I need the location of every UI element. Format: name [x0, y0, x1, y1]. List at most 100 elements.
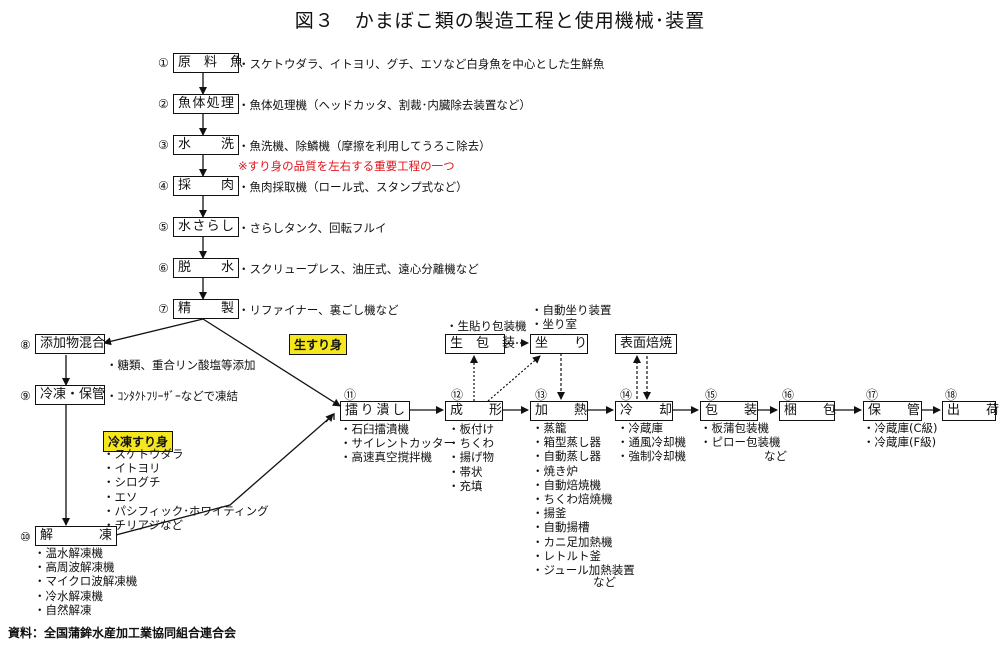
- step-5-box: 水さらし: [173, 217, 239, 237]
- pack-equipment-item: ・板蒲包装機: [700, 421, 769, 435]
- step-6-desc: ・スクリュープレス、油圧式、遠心分離機など: [238, 262, 479, 276]
- heat-equipment-item: ・カニ足加熱機: [532, 534, 613, 549]
- coat-desc-item: ・自動坐り装置: [531, 303, 612, 317]
- step-10-number: ⑩: [20, 530, 31, 544]
- fresh-surimi-badge: 生すり身: [289, 334, 348, 355]
- store-equipment-list: ・冷蔵庫(C級) ・冷蔵庫(F級): [863, 421, 938, 449]
- quality-note: ※すり身の品質を左右する重要工程の一つ: [238, 159, 455, 173]
- store-equipment-item: ・冷蔵庫(F級): [863, 435, 937, 450]
- heat-equipment-item: ・蒸籠: [532, 421, 567, 435]
- frozen-fish-item: ・エソ: [103, 489, 138, 504]
- step-2-desc: ・魚体処理機（ヘッドカッタ、割裁･内臓除去装置など）: [238, 98, 531, 112]
- step-2-label: 魚体処理: [178, 96, 234, 111]
- step-12-label: 成 形: [450, 403, 503, 418]
- arrow-10-11: [115, 412, 335, 536]
- step-17-number: ⑰: [866, 388, 879, 402]
- pack-etc: など: [764, 449, 787, 463]
- heat-equipment-item: ・焼き炉: [532, 463, 578, 478]
- heat-equipment-item: ・レトルト釜: [532, 548, 601, 563]
- step-14-label: 冷 却: [620, 403, 673, 418]
- grind-equipment-item: ・サイレントカッター: [340, 436, 455, 451]
- step-6-box: 脱 水: [173, 258, 239, 278]
- grind-equipment-list: ・石臼擂潰機 ・サイレントカッター ・高速真空撹拌機: [340, 422, 455, 465]
- arrow-7-11: [202, 318, 341, 407]
- frozen-surimi-badge: 冷凍すり身: [103, 431, 174, 452]
- pack-equipment-list: ・板蒲包装機 ・ピロー包装機: [700, 421, 781, 449]
- step-9-label: 冷凍・保管: [40, 387, 106, 402]
- step-6-label: 脱 水: [178, 260, 234, 275]
- dotted-12-coat: [487, 355, 541, 402]
- step-16-box: 梱 包: [779, 401, 837, 421]
- heat-equipment-item: ・ジュール加熱装置: [532, 563, 635, 578]
- step-10-label: 解 凍: [40, 528, 112, 543]
- step-14-number: ⑭: [620, 388, 633, 402]
- step-3-desc: ・魚洗機、除鱗機（摩擦を利用してうろこ除去）: [238, 139, 491, 153]
- grind-equipment-item: ・石臼擂潰機: [340, 422, 409, 436]
- step-3-box: 水 洗: [173, 135, 239, 155]
- step-9-box: 冷凍・保管: [35, 385, 105, 405]
- shape-item: ・ちくわ: [448, 436, 494, 451]
- step-8-number: ⑧: [20, 338, 31, 352]
- step-4-label: 採 肉: [178, 178, 234, 193]
- step-6-number: ⑥: [158, 261, 169, 275]
- step-7-label: 精 製: [178, 301, 234, 316]
- step-5-desc: ・さらしタンク、回転フルイ: [238, 221, 387, 235]
- heat-equipment-item: ・ちくわ焙焼機: [532, 492, 613, 507]
- step-15-label: 包 装: [705, 403, 758, 418]
- step-8-box: 添加物混合: [35, 334, 105, 354]
- step-4-desc: ・魚肉採取機（ロール式、スタンプ式など）: [238, 180, 468, 194]
- raw-pack-label: 生 包 装: [450, 336, 516, 351]
- step-11-box: 擂り潰し: [340, 401, 410, 421]
- coat-label: 坐 り: [535, 336, 588, 351]
- step-9-number: ⑨: [20, 389, 31, 403]
- step-18-label: 出 荷: [947, 403, 1000, 418]
- step-3-number: ③: [158, 138, 169, 152]
- heat-equipment-item: ・自動焙焼機: [532, 477, 601, 492]
- figure-title: 図３ かまぼこ類の製造工程と使用機械･装置: [294, 10, 706, 32]
- thaw-equipment-item: ・マイクロ波解凍機: [34, 574, 138, 589]
- thaw-equipment-item: ・高周波解凍機: [34, 560, 115, 575]
- coat-desc-item: ・坐り室: [531, 317, 577, 332]
- step-18-number: ⑱: [945, 388, 958, 402]
- step-1-label: 原 料 魚: [178, 55, 244, 70]
- surface-roast-label: 表面焙焼: [620, 336, 673, 351]
- step-5-label: 水さらし: [178, 219, 234, 234]
- shape-item: ・充填: [448, 478, 483, 493]
- step-11-label: 擂り潰し: [345, 403, 405, 418]
- step-3-label: 水 洗: [178, 137, 234, 152]
- grind-equipment-item: ・高速真空撹拌機: [340, 450, 432, 465]
- step-16-label: 梱 包: [784, 403, 837, 418]
- thaw-equipment-item: ・自然解凍: [34, 602, 92, 617]
- step-10-box: 解 凍: [35, 526, 117, 546]
- source-note: 資料：全国蒲鉾水産加工業協同組合連合会: [8, 626, 237, 640]
- step-17-label: 保 管: [868, 403, 921, 418]
- frozen-fish-item: ・チリアジなど: [103, 518, 184, 533]
- arrow-10-11-head: [325, 413, 334, 423]
- step-13-label: 加 熱: [535, 403, 588, 418]
- step-12-box: 成 形: [445, 401, 503, 421]
- heat-equipment-list: ・蒸籠 ・箱型蒸し器 ・自動蒸し器 ・焼き炉 ・自動焙焼機 ・ちくわ焙焼機 ・揚…: [532, 421, 635, 577]
- cool-equipment-item: ・冷蔵庫: [617, 421, 663, 435]
- arrow-7-8: [103, 318, 204, 346]
- cool-equipment-item: ・強制冷却機: [617, 449, 686, 464]
- step-8-desc: ・糖類、重合リン酸塩等添加: [106, 358, 256, 372]
- pack-equipment-item: ・ピロー包装機: [700, 435, 781, 450]
- frozen-fish-item: ・パシフィック･ホワイティング: [103, 503, 269, 518]
- thaw-equipment-item: ・冷水解凍機: [34, 588, 103, 603]
- step-12-number: ⑫: [451, 388, 464, 402]
- heat-equipment-item: ・自動蒸し器: [532, 449, 601, 464]
- store-equipment-item: ・冷蔵庫(C級): [863, 421, 938, 435]
- shape-item: ・帯状: [448, 464, 483, 479]
- step-2-number: ②: [158, 97, 169, 111]
- cool-equipment-item: ・通風冷却機: [617, 435, 686, 450]
- step-14-box: 冷 却: [615, 401, 673, 421]
- step-16-number: ⑯: [782, 388, 795, 402]
- shape-item: ・揚げ物: [448, 450, 494, 465]
- frozen-fish-item: ・イトヨリ: [103, 461, 161, 476]
- step-7-box: 精 製: [173, 299, 239, 319]
- step-1-box: 原 料 魚: [173, 53, 244, 73]
- step-2-box: 魚体処理: [173, 94, 239, 114]
- frozen-fish-list: ・スケトウダラ ・イトヨリ ・シログチ ・エソ ・パシフィック･ホワイティング …: [103, 447, 269, 532]
- step-15-box: 包 装: [700, 401, 758, 421]
